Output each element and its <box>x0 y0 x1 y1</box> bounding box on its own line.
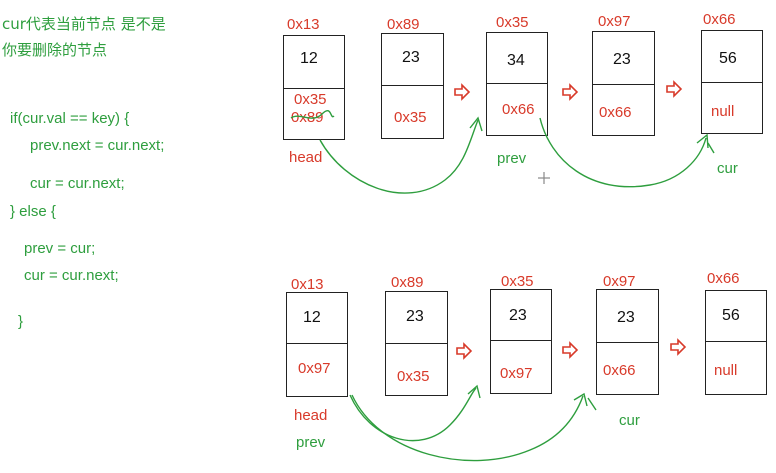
top-node-5-value: 56 <box>719 50 737 67</box>
top-curve-head-arrowhead <box>469 116 483 132</box>
top-node-2-next: 0x35 <box>394 109 427 126</box>
bottom-head-label: head <box>294 407 328 424</box>
top-node-5-address: 0x66 <box>703 11 736 28</box>
top-node-3-address: 0x35 <box>496 14 529 31</box>
bottom-node-5-value: 56 <box>722 307 740 324</box>
top-curve-head-to-0x35 <box>319 119 479 194</box>
top-node-1-box <box>283 35 345 140</box>
bottom-node-1-box <box>286 292 348 397</box>
top-node-3-box <box>486 32 548 136</box>
bottom-prev-label: prev <box>296 434 326 451</box>
bottom-node-2-address: 0x89 <box>391 274 424 291</box>
top-node-3-next: 0x66 <box>502 101 535 118</box>
top-node-1-address: 0x13 <box>287 16 320 33</box>
bottom-node-2-box <box>385 291 448 396</box>
hollow-right-arrow-icon <box>562 341 579 359</box>
code-line-6: cur = cur.next; <box>24 267 119 284</box>
strike-scribble <box>290 109 335 119</box>
hollow-right-arrow-icon <box>666 80 683 98</box>
top-node-1-value: 12 <box>300 50 318 67</box>
bottom-node-4-next: 0x66 <box>603 362 636 379</box>
code-line-1: if(cur.val == key) { <box>10 110 130 127</box>
top-curve-prev-to-0x66 <box>539 117 707 188</box>
top-node-1-next: 0x35 <box>294 91 327 108</box>
top-node-3-value: 34 <box>507 52 525 69</box>
bottom-curve-prev-arrowhead <box>573 392 588 407</box>
bottom-node-5-address: 0x66 <box>707 270 740 287</box>
top-node-5-box <box>701 30 763 134</box>
top-node-2-box <box>381 33 444 139</box>
bottom-node-4-address: 0x97 <box>603 273 636 290</box>
top-node-2-address: 0x89 <box>387 16 420 33</box>
hollow-right-arrow-icon <box>562 83 579 101</box>
bottom-node-5-box <box>705 290 767 395</box>
note-line-1: cur代表当前节点 是不是 <box>2 15 166 33</box>
top-cur-tick <box>707 142 715 154</box>
bottom-node-3-address: 0x35 <box>501 273 534 290</box>
bottom-cur-label: cur <box>619 412 640 429</box>
hollow-right-arrow-icon <box>454 83 471 101</box>
code-line-7: } <box>18 313 24 330</box>
top-node-4-address: 0x97 <box>598 13 631 30</box>
crosshair-cursor-icon <box>538 172 550 184</box>
code-line-5: prev = cur; <box>24 240 96 257</box>
top-node-5-next: null <box>711 103 735 120</box>
bottom-curve-head-to-0x35 <box>349 387 477 442</box>
code-line-3: cur = cur.next; <box>30 175 125 192</box>
top-head-label: head <box>289 149 323 166</box>
bottom-node-3-next: 0x97 <box>500 365 533 382</box>
bottom-node-1-value: 12 <box>303 309 321 326</box>
hollow-right-arrow-icon <box>670 338 687 356</box>
top-node-4-value: 23 <box>613 51 631 68</box>
top-node-4-next: 0x66 <box>599 104 632 121</box>
hollow-right-arrow-icon <box>456 342 473 360</box>
bottom-node-1-next: 0x97 <box>298 360 331 377</box>
bottom-node-5-next: null <box>714 362 738 379</box>
bottom-cur-tick <box>587 397 597 411</box>
top-prev-label: prev <box>497 150 527 167</box>
top-cur-label: cur <box>717 160 738 177</box>
bottom-node-2-next: 0x35 <box>397 368 430 385</box>
bottom-node-4-value: 23 <box>617 309 635 326</box>
bottom-node-3-box <box>490 289 552 394</box>
bottom-node-2-value: 23 <box>406 308 424 325</box>
top-node-4-box <box>592 31 655 136</box>
top-node-2-value: 23 <box>402 49 420 66</box>
code-line-4: } else { <box>10 203 56 220</box>
bottom-curve-prev-to-0x97 <box>351 394 584 462</box>
bottom-node-1-address: 0x13 <box>291 276 324 293</box>
bottom-curve-head-arrowhead <box>467 384 481 399</box>
bottom-node-4-box <box>596 289 659 395</box>
note-line-2: 你要删除的节点 <box>2 41 108 59</box>
code-line-2: prev.next = cur.next; <box>30 137 165 154</box>
bottom-node-3-value: 23 <box>509 307 527 324</box>
